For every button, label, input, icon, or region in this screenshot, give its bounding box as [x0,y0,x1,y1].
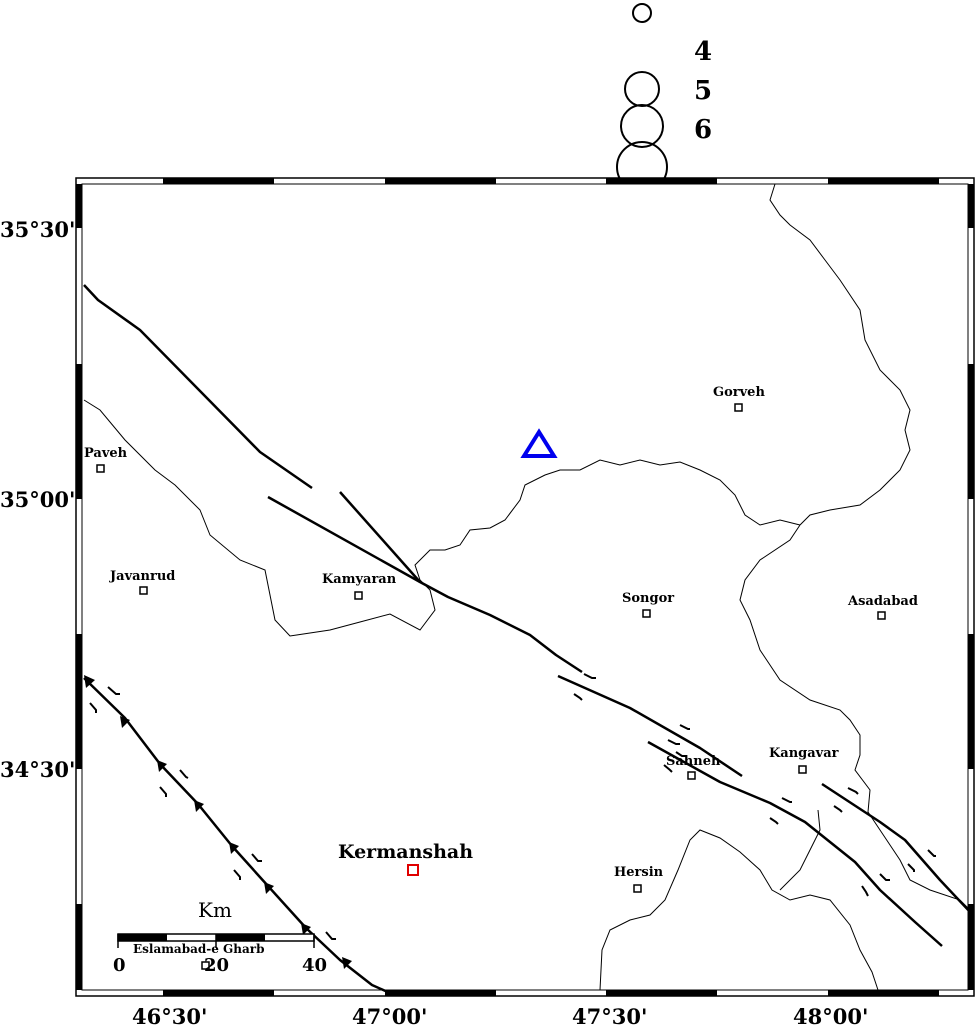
capital-label-kermanshah: Kermanshah [338,841,473,863]
city-label-kamyaran: Kamyaran [322,572,397,587]
legend-label-4: 4 [694,37,712,67]
latitude-labels: 35°30' 35°00' 34°30' [0,217,75,782]
city-gorveh: Gorveh [713,385,765,412]
main-recent-fault-north [83,284,313,490]
lon-label-46-30: 46°30' [132,1004,207,1029]
lat-label-35-00: 35°00' [0,487,75,512]
lat-label-34-30: 34°30' [0,757,75,782]
city-eslamabad [201,961,210,970]
legend-circle-mag5 [620,104,664,148]
lon-label-48-00: 48°00' [793,1004,868,1029]
city-sahneh: Sahneh [666,754,721,780]
city-markers: Paveh Javanrud Kamyaran Gorveh Songor As… [84,385,918,970]
fault-sahneh-main [647,740,943,947]
legend-label-5: 5 [694,76,712,106]
city-label-paveh: Paveh [84,446,128,461]
scale-unit-label: Km [198,898,232,922]
city-kamyaran: Kamyaran [322,572,397,600]
city-label-kangavar: Kangavar [769,746,839,761]
city-songor: Songor [622,591,674,618]
city-label-songor: Songor [622,591,674,606]
lon-label-47-00: 47°00' [352,1004,427,1029]
city-label-hersin: Hersin [614,865,664,880]
fault-kamyaran-splay [339,491,421,583]
lat-label-35-30: 35°30' [0,217,75,242]
longitude-labels: 46°30' 47°00' 47°30' 48°00' [132,1004,868,1029]
seismic-station-triangle [520,428,558,458]
scale-tick-20: 20 [204,955,229,976]
city-label-sahneh: Sahneh [666,754,721,769]
city-paveh: Paveh [84,446,128,473]
legend-circle-small [632,3,652,23]
city-label-javanrud: Javanrud [109,569,175,584]
scale-bar: Km Eslamabad-e Gharb 0 20 40 [113,898,327,976]
city-asadabad: Asadabad [847,594,918,620]
capital-kermanshah: Kermanshah [338,841,473,876]
thrust-teeth [84,675,352,969]
legend-circle-mag4 [624,71,660,107]
city-label-eslamabad: Eslamabad-e Gharb [133,942,265,956]
fault-kangavar-east [821,782,973,915]
city-hersin: Hersin [614,865,664,893]
city-label-asadabad: Asadabad [847,594,918,609]
province-borders [83,183,973,991]
faults [83,284,973,995]
city-javanrud: Javanrud [109,569,175,595]
zagros-thrust [83,677,391,995]
scale-tick-0: 0 [113,955,126,976]
map-frame [75,177,975,997]
lon-label-47-30: 47°30' [572,1004,647,1029]
city-kangavar: Kangavar [769,746,839,774]
magnitude-legend: 4 5 6 [616,3,712,193]
city-label-gorveh: Gorveh [713,385,765,400]
slip-arrows [89,673,936,940]
scale-tick-40: 40 [302,955,327,976]
legend-label-6: 6 [694,115,712,145]
fault-sahneh-west [557,674,743,778]
